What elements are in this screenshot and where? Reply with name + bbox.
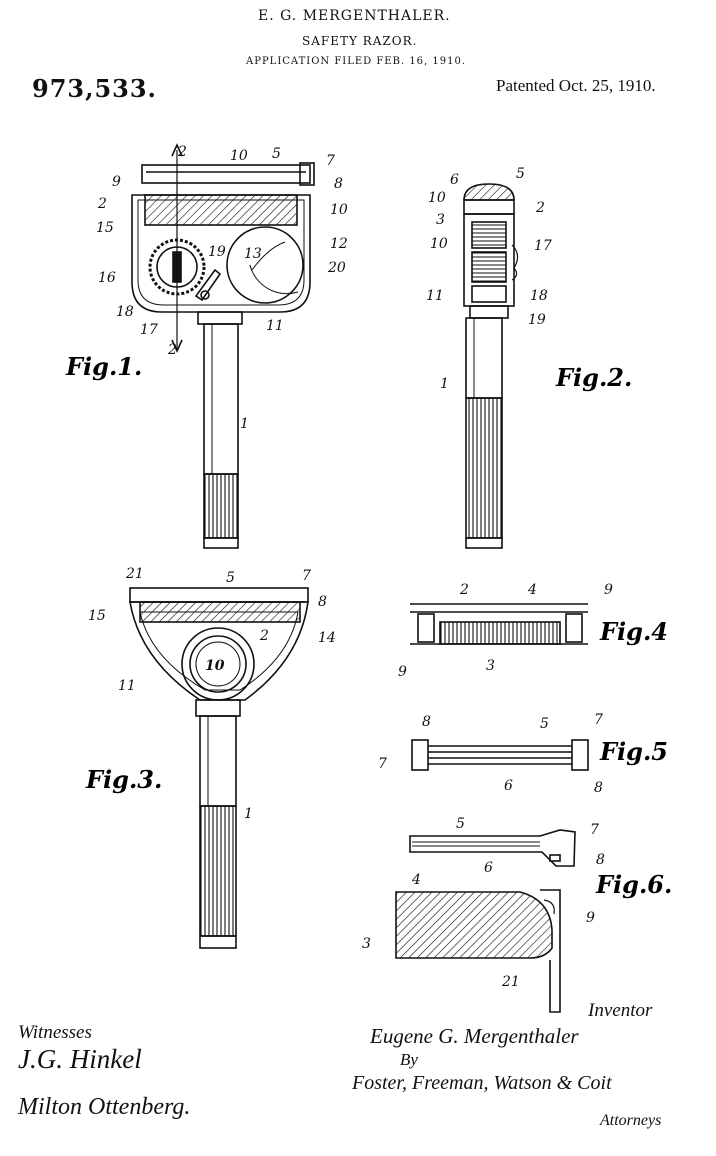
ref-numeral: 17 — [534, 238, 552, 254]
witness-2-signature: Milton Ottenberg. — [18, 1094, 191, 1120]
inventor-signature: Eugene G. Mergenthaler — [370, 1024, 579, 1048]
ref-numeral: 12 — [330, 236, 348, 252]
ref-numeral: 7 — [326, 153, 335, 169]
ref-numeral: 11 — [426, 288, 444, 304]
fig4-label: Fig.4 — [599, 617, 668, 646]
ref-numeral: 19 — [528, 312, 546, 328]
ref-numeral: 8 — [422, 714, 431, 730]
ref-numeral: 4 — [527, 582, 537, 598]
ref-numeral: 1 — [440, 376, 449, 392]
fig3-label: Fig.3. — [85, 765, 162, 794]
ref-numeral: 8 — [318, 594, 327, 610]
ref-numeral: 15 — [88, 608, 106, 624]
witnesses-caption: Witnesses — [18, 1022, 92, 1043]
ref-numeral: 9 — [112, 174, 121, 190]
ref-numeral: 7 — [594, 712, 603, 728]
ref-numeral: 3 — [362, 936, 371, 952]
fig1-label: Fig.1. — [65, 352, 142, 381]
ref-numeral: 5 — [272, 146, 281, 162]
attorneys-caption: Attorneys — [600, 1112, 662, 1129]
ref-numeral: 2 — [259, 628, 269, 644]
ref-numeral: 5 — [540, 716, 549, 732]
ref-numeral: 7 — [378, 756, 387, 772]
figure-1-drawing — [131, 143, 315, 549]
ref-numeral: 20 — [327, 260, 346, 276]
ref-numeral: 16 — [98, 270, 116, 286]
by-caption: By — [400, 1050, 418, 1069]
ref-numeral: 2 — [167, 342, 177, 358]
ref-numeral: 17 — [140, 322, 158, 338]
ref-numeral: 3 — [486, 658, 495, 674]
ref-numeral: 21 — [125, 566, 144, 582]
ref-numeral: 18 — [116, 304, 134, 320]
figure-2-drawing — [463, 183, 519, 549]
ref-numeral: 10 — [428, 190, 446, 206]
ref-numeral: 14 — [318, 630, 336, 646]
ref-numeral: 9 — [398, 664, 407, 680]
ref-numeral: 2 — [177, 144, 187, 160]
ref-numeral: 5 — [516, 166, 525, 182]
ref-numeral: 10 — [430, 236, 448, 252]
ref-numeral: 7 — [590, 822, 599, 838]
ref-numeral: 6 — [450, 172, 459, 188]
ref-numeral: 3 — [436, 212, 445, 228]
ref-numeral: 21 — [501, 974, 520, 990]
ref-numeral: 8 — [594, 780, 603, 796]
ref-numeral: 10 — [205, 658, 225, 674]
ref-numeral: 7 — [302, 568, 311, 584]
fig5-label: Fig.5 — [599, 737, 668, 766]
ref-numeral: 10 — [330, 202, 348, 218]
ref-numeral: 2 — [535, 200, 545, 216]
ref-numeral: 9 — [586, 910, 595, 926]
ref-numeral: 5 — [226, 570, 235, 586]
ref-numeral: 1 — [244, 806, 253, 822]
ref-numeral: 18 — [530, 288, 548, 304]
ref-numeral: 8 — [596, 852, 605, 868]
ref-numeral: 4 — [411, 872, 421, 888]
ref-numeral: 10 — [230, 148, 248, 164]
ref-numeral: 11 — [266, 318, 284, 334]
figure-5-drawing — [411, 739, 589, 771]
ref-numeral: 1 — [240, 416, 249, 432]
ref-numeral: 2 — [459, 582, 469, 598]
ref-numeral: 2 — [97, 196, 107, 212]
patent-date: Patented Oct. 25, 1910. — [496, 76, 656, 95]
ref-numeral: 5 — [456, 816, 465, 832]
ref-numeral: 8 — [334, 176, 343, 192]
figure-6-drawing — [395, 829, 576, 1013]
ref-numeral: 9 — [604, 582, 613, 598]
figure-3-drawing — [129, 587, 309, 949]
filing-date: APPLICATION FILED FEB. 16, 1910. — [246, 56, 467, 67]
ref-numeral: 6 — [484, 860, 493, 876]
figure-4-drawing — [410, 603, 588, 645]
ref-numeral: 6 — [504, 778, 513, 794]
witness-1-signature: J.G. Hinkel — [18, 1044, 142, 1074]
attorneys-signature: Foster, Freeman, Watson & Coit — [352, 1072, 612, 1094]
ref-numeral: 11 — [118, 678, 136, 694]
patent-number: 973,533. — [32, 74, 157, 103]
fig2-label: Fig.2. — [555, 363, 632, 392]
ref-numeral: 15 — [96, 220, 114, 236]
patent-title: SAFETY RAZOR. — [302, 34, 418, 48]
ref-numeral: 19 — [208, 244, 226, 260]
inventor-heading: E. G. MERGENTHALER. — [258, 8, 451, 24]
ref-numeral: 13 — [244, 246, 262, 262]
inventor-caption: Inventor — [588, 1000, 653, 1021]
fig6-label: Fig.6. — [595, 870, 672, 899]
